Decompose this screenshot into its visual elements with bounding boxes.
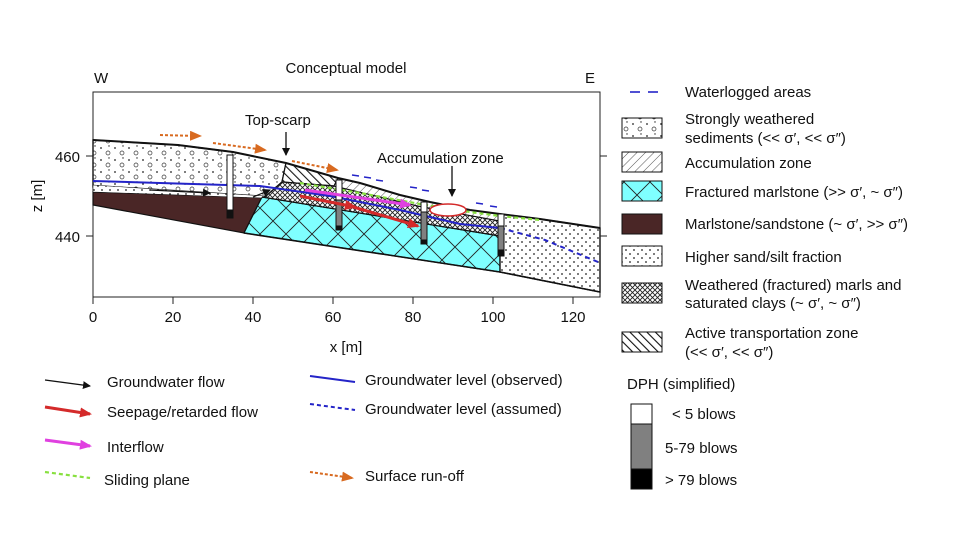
west-label: W: [94, 70, 109, 87]
legend-active-label: Active transportation zone: [685, 325, 858, 342]
legend-marlstone-label: Marlstone/sandstone (~ σ′, >> σ″): [685, 216, 908, 233]
y-tick-440: 440: [55, 229, 80, 246]
x-tick-100: 100: [480, 309, 505, 326]
legend-gw-flow-label: Groundwater flow: [107, 374, 225, 391]
legend-marlstone: Marlstone/sandstone (~ σ′, >> σ″): [621, 213, 908, 235]
dph-item-high: > 79 blows: [665, 472, 737, 489]
legend-accumulation: Accumulation zone: [621, 151, 812, 173]
legend-active: Active transportation zone (<< σ′, << σ″…: [621, 325, 858, 361]
legend-gw-assumed-label: Groundwater level (assumed): [365, 401, 562, 418]
dph-probes: [226, 154, 505, 257]
ground-surface: [92, 139, 601, 229]
x-axis: 0 20 40 60 80 100 120 x [m]: [89, 297, 586, 356]
legend-strongly-weathered-label2: sediments (<< σ′, << σ″): [685, 130, 846, 147]
figure-title: Conceptual model: [286, 60, 407, 77]
legend-bottom: Groundwater flow Seepage/retarded flow I…: [44, 372, 563, 489]
east-label: E: [585, 70, 595, 87]
dph-item-low: < 5 blows: [672, 406, 736, 423]
y-tick-460: 460: [55, 149, 80, 166]
legend-sand: Higher sand/silt fraction: [621, 245, 842, 267]
legend-runoff-label: Surface run-off: [365, 468, 465, 485]
legend-weathered-marls-label: Weathered (fractured) marls and: [685, 277, 901, 294]
waterlogged-marks: [351, 174, 498, 208]
x-axis-label: x [m]: [330, 339, 363, 356]
legend-accumulation-label: Accumulation zone: [685, 155, 812, 172]
legend-weathered-marls-label2: saturated clays (~ σ′, ~ σ″): [685, 295, 861, 312]
legend-fractured-label: Fractured marlstone (>> σ′, ~ σ″): [685, 184, 903, 201]
legend-active-label2: (<< σ′, << σ″): [685, 344, 773, 361]
groundwater-assumed-line: [499, 227, 599, 263]
legend-weathered-marls: Weathered (fractured) marls and saturate…: [621, 277, 901, 312]
accumulation-zone-label: Accumulation zone: [377, 150, 504, 167]
x-tick-0: 0: [89, 309, 97, 326]
dph-title: DPH (simplified): [627, 376, 735, 393]
dph-item-mid: 5-79 blows: [665, 440, 738, 457]
legend-seepage-label: Seepage/retarded flow: [107, 404, 258, 421]
legend-sliding-label: Sliding plane: [104, 472, 190, 489]
model-bottom: [243, 232, 601, 293]
model-arrows: [149, 130, 456, 228]
x-tick-80: 80: [405, 309, 422, 326]
x-tick-60: 60: [325, 309, 342, 326]
legend-fractured: Fractured marlstone (>> σ′, ~ σ″): [621, 180, 903, 202]
legend-waterlogged-label: Waterlogged areas: [685, 84, 811, 101]
legend-waterlogged: Waterlogged areas: [630, 84, 811, 101]
legend-gw-observed-label: Groundwater level (observed): [365, 372, 563, 389]
y-axis-label: z [m]: [29, 180, 46, 213]
x-tick-120: 120: [560, 309, 585, 326]
y-axis: 460 440 z [m]: [29, 149, 607, 246]
accumulation-lens: [429, 203, 467, 217]
legend-interflow-label: Interflow: [107, 439, 164, 456]
legend-right: Waterlogged areas Strongly weathered sed…: [621, 84, 908, 490]
legend-sand-label: Higher sand/silt fraction: [685, 249, 842, 266]
top-scarp-label: Top-scarp: [245, 112, 311, 129]
x-tick-20: 20: [165, 309, 182, 326]
x-tick-40: 40: [245, 309, 262, 326]
dph-column: [630, 403, 653, 490]
legend-strongly-weathered: Strongly weathered sediments (<< σ′, << …: [621, 111, 846, 147]
legend-strongly-weathered-label: Strongly weathered: [685, 111, 814, 128]
